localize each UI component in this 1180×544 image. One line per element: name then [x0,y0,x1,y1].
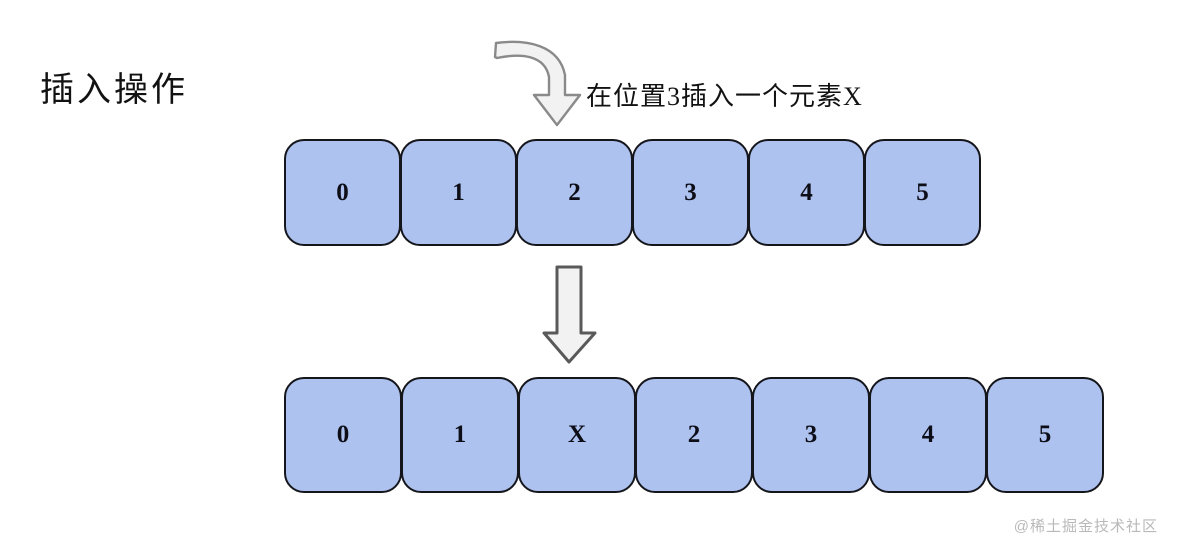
array-cell: 5 [986,377,1104,493]
array-cell: 2 [516,139,633,246]
page-title: 插入操作 [40,72,188,109]
array-cell: 4 [748,139,865,246]
array-cell: 4 [869,377,987,493]
array-cell: 3 [632,139,749,246]
array-cell-inserted: X [518,377,636,493]
array-after-row: 0 1 X 2 3 4 5 [284,377,1104,493]
array-cell: 1 [401,377,519,493]
array-cell: 0 [284,377,402,493]
transform-down-arrow-icon [542,265,597,364]
watermark: @稀土掘金技术社区 [1013,518,1158,535]
array-cell: 1 [400,139,517,246]
array-cell: 3 [752,377,870,493]
insert-annotation-label: 在位置3插入一个元素X [586,82,863,111]
array-cell: 5 [864,139,981,246]
array-cell: 2 [635,377,753,493]
curved-insert-arrow-icon [493,40,582,127]
array-cell: 0 [284,139,401,246]
array-before-row: 0 1 2 3 4 5 [284,139,981,246]
